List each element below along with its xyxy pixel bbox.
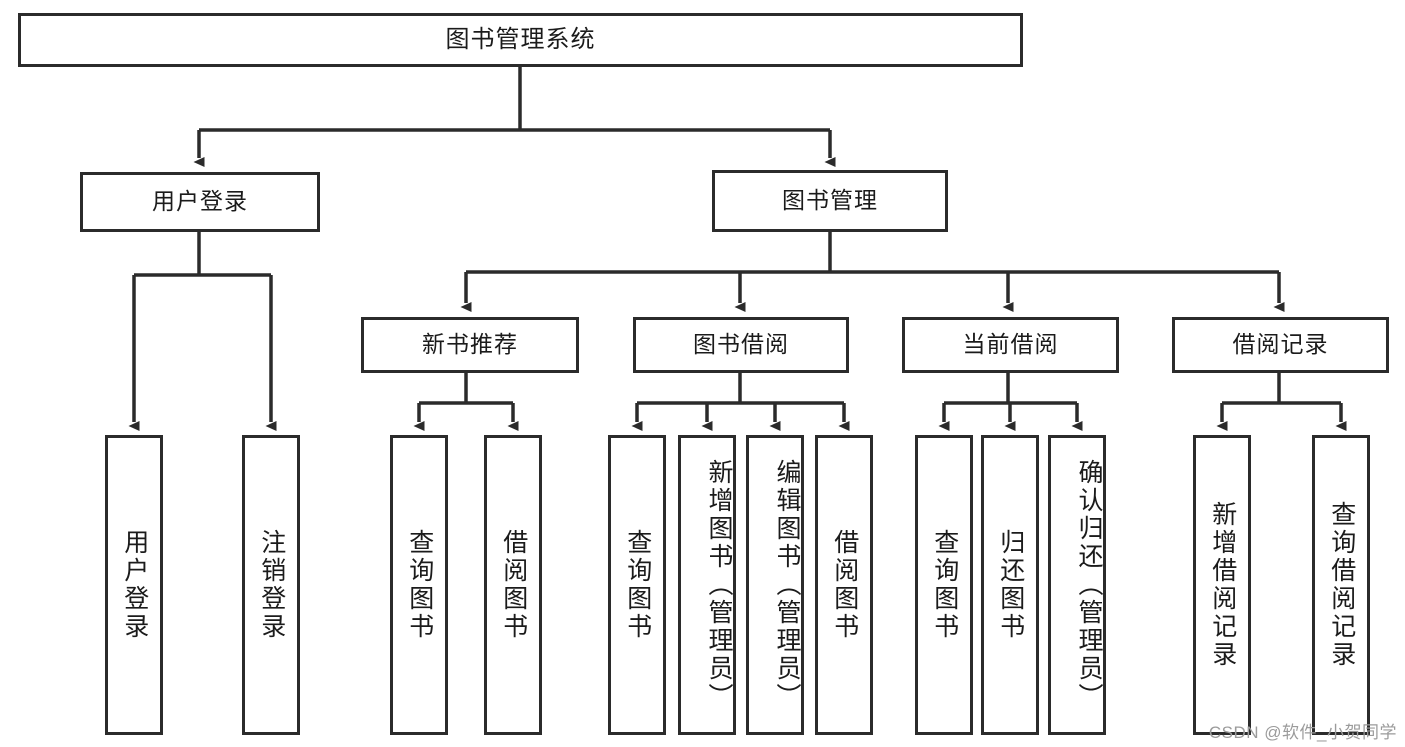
node-borrow-record[interactable]: 借阅记录 bbox=[1172, 317, 1389, 373]
node-book-borrow-label: 图书借阅 bbox=[693, 331, 789, 358]
node-borrow-record-label: 借阅记录 bbox=[1232, 331, 1329, 358]
node-book-borrow[interactable]: 图书借阅 bbox=[633, 317, 849, 373]
node-leaf-query-book-2-label: 查询图书 bbox=[623, 529, 652, 641]
node-leaf-add-record[interactable]: 新增借阅记录 bbox=[1193, 435, 1251, 735]
node-leaf-query-book-1[interactable]: 查询图书 bbox=[390, 435, 448, 735]
node-user-login[interactable]: 用户登录 bbox=[80, 172, 320, 232]
node-leaf-borrow-book-2[interactable]: 借阅图书 bbox=[815, 435, 873, 735]
node-leaf-edit-book-label: 编辑图书（管理员） bbox=[773, 459, 801, 711]
node-leaf-return-book[interactable]: 归还图书 bbox=[981, 435, 1039, 735]
node-leaf-query-book-3[interactable]: 查询图书 bbox=[915, 435, 973, 735]
node-book-manage[interactable]: 图书管理 bbox=[712, 170, 948, 232]
node-leaf-add-book[interactable]: 新增图书（管理员） bbox=[678, 435, 736, 735]
node-leaf-return-book-label: 归还图书 bbox=[996, 529, 1025, 641]
node-leaf-query-book-1-label: 查询图书 bbox=[405, 529, 434, 641]
node-leaf-user-logout[interactable]: 注销登录 bbox=[242, 435, 300, 735]
node-new-book-rec-label: 新书推荐 bbox=[422, 331, 518, 358]
node-root-label: 图书管理系统 bbox=[445, 25, 596, 53]
node-leaf-user-login-label: 用户登录 bbox=[120, 529, 149, 641]
node-leaf-query-book-2[interactable]: 查询图书 bbox=[608, 435, 666, 735]
node-leaf-query-record[interactable]: 查询借阅记录 bbox=[1312, 435, 1370, 735]
node-leaf-confirm-return-label: 确认归还（管理员） bbox=[1075, 459, 1103, 711]
node-leaf-confirm-return[interactable]: 确认归还（管理员） bbox=[1048, 435, 1106, 735]
node-new-book-rec[interactable]: 新书推荐 bbox=[361, 317, 579, 373]
node-current-borrow-label: 当前借阅 bbox=[962, 331, 1059, 358]
node-user-login-label: 用户登录 bbox=[152, 188, 248, 215]
node-current-borrow[interactable]: 当前借阅 bbox=[902, 317, 1119, 373]
node-leaf-add-book-label: 新增图书（管理员） bbox=[705, 459, 733, 711]
node-leaf-borrow-book-2-label: 借阅图书 bbox=[830, 529, 859, 641]
node-leaf-query-book-3-label: 查询图书 bbox=[930, 529, 959, 641]
node-leaf-add-record-label: 新增借阅记录 bbox=[1208, 501, 1237, 669]
node-book-manage-label: 图书管理 bbox=[782, 187, 878, 214]
node-leaf-user-logout-label: 注销登录 bbox=[257, 529, 286, 641]
node-leaf-query-record-label: 查询借阅记录 bbox=[1327, 501, 1356, 669]
node-leaf-user-login[interactable]: 用户登录 bbox=[105, 435, 163, 735]
node-leaf-borrow-book-1-label: 借阅图书 bbox=[499, 529, 528, 641]
node-leaf-edit-book[interactable]: 编辑图书（管理员） bbox=[746, 435, 804, 735]
node-root[interactable]: 图书管理系统 bbox=[18, 13, 1023, 67]
node-leaf-borrow-book-1[interactable]: 借阅图书 bbox=[484, 435, 542, 735]
